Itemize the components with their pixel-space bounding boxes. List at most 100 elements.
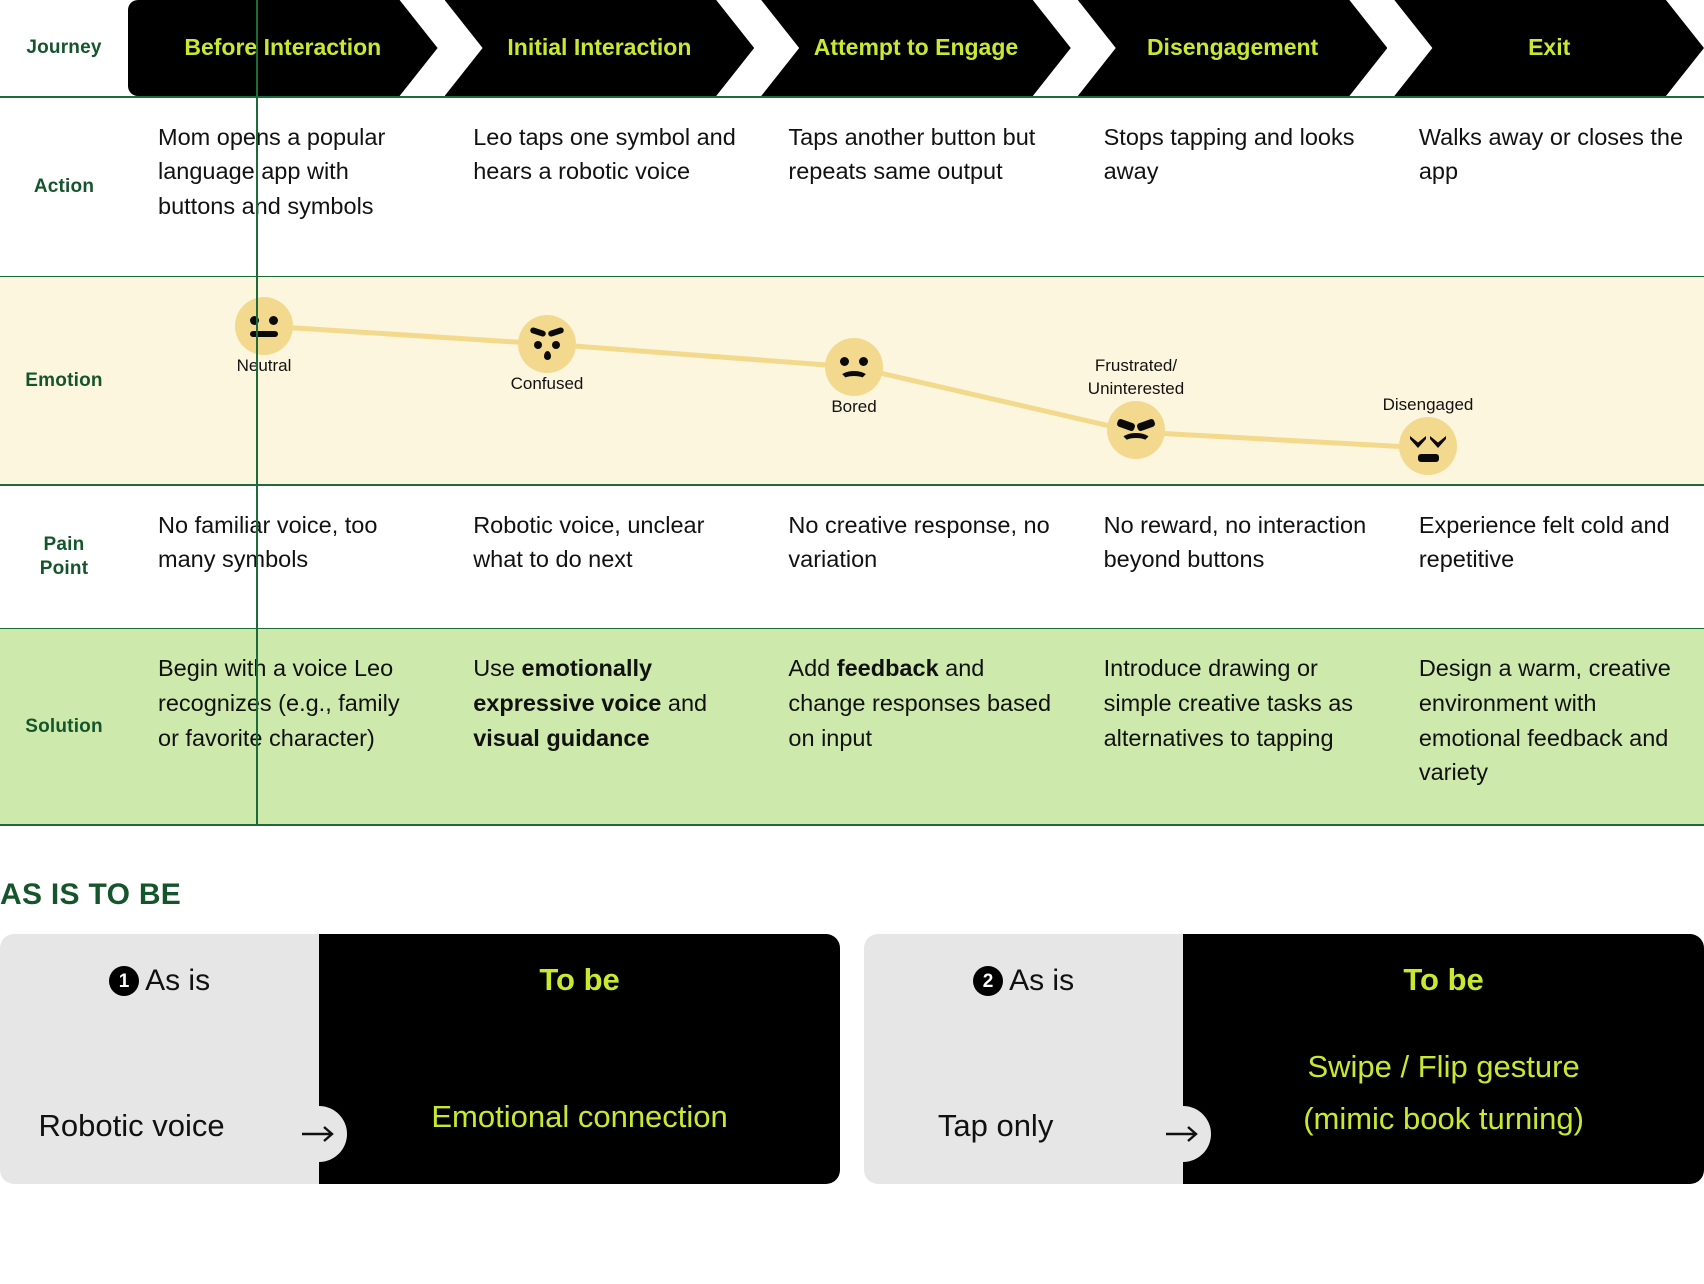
action-cell: Walks away or closes the app — [1418, 123, 1684, 185]
pain-label-line2: Point — [39, 557, 89, 579]
face-brow-left — [529, 326, 547, 338]
as-is-to-be-heading: AS IS TO BE — [0, 878, 182, 911]
action-cells: Mom opens a popular language app with bu… — [128, 97, 1704, 276]
solution-emphasis: visual guidance — [473, 724, 650, 751]
solution-text: Use — [473, 655, 522, 681]
solution-text: Begin with a voice Leo recognizes (e.g.,… — [158, 655, 400, 751]
journey-stage-label: Exit — [1528, 34, 1571, 61]
journey-map-table: Journey Before Interaction Initial Intera… — [0, 0, 1704, 826]
column-divider — [256, 97, 258, 276]
face-mouth — [1120, 432, 1152, 451]
solution-cell: Introduce drawing or simple creative tas… — [1074, 629, 1389, 824]
solution-cell: Begin with a voice Leo recognizes (e.g.,… — [128, 629, 443, 824]
row-label-solution: Solution — [0, 629, 128, 824]
row-label-pain-point: Pain Point — [0, 486, 128, 628]
face-eye-left — [250, 316, 259, 325]
card-number-badge: 1 — [109, 966, 140, 996]
emotion-point[interactable]: Neutral — [194, 297, 334, 378]
journey-stage-label: Before Interaction — [184, 34, 382, 61]
face-eye-left — [840, 357, 849, 366]
face-eye-right — [552, 341, 560, 349]
row-divider — [0, 96, 1704, 98]
to-be-panel: To be Emotional connection — [319, 934, 840, 1184]
face-eye-right — [859, 357, 868, 366]
face-mouth — [1418, 453, 1439, 462]
face-eye-left — [1410, 435, 1426, 448]
emotion-point-label: Confused — [477, 373, 617, 396]
action-cell: Mom opens a popular language app with bu… — [158, 123, 386, 220]
journey-stage-chevron[interactable]: Attempt to Engage — [761, 0, 1071, 96]
row-divider — [0, 484, 1704, 486]
emotion-label-line: Disengaged — [1382, 395, 1474, 414]
pain-point-cells: No familiar voice, too many symbols Robo… — [128, 485, 1704, 628]
emotion-point[interactable]: Frustrated/Uninterested — [1066, 355, 1206, 459]
face-mouth — [839, 371, 869, 387]
journey-stage-chevron[interactable]: Exit — [1394, 0, 1704, 96]
right-arrow-icon — [291, 1106, 348, 1162]
journey-row: Journey Before Interaction Initial Intera… — [0, 0, 1704, 96]
column-divider — [256, 485, 258, 628]
row-label-action: Action — [33, 175, 95, 197]
card-number-badge: 2 — [973, 966, 1004, 996]
journey-stage-chevron[interactable]: Initial Interaction — [445, 0, 755, 96]
solution-cell: Use emotionally expressive voice and vis… — [443, 629, 758, 824]
emotion-point-label: Frustrated/Uninterested — [1066, 355, 1206, 401]
journey-stages: Before Interaction Initial Interaction Att… — [128, 0, 1704, 96]
pain-point-cell: Robotic voice, unclear what to do next — [473, 511, 705, 573]
to-be-line: (mimic book turning) — [1303, 1101, 1584, 1136]
emotion-point[interactable]: Bored — [784, 338, 924, 419]
emotion-label-line: Neutral — [236, 356, 292, 375]
disengaged-face-icon — [1399, 416, 1457, 475]
face-eye-right — [1136, 418, 1156, 432]
solution-text: and — [661, 689, 708, 716]
pain-label-line1: Pain — [43, 533, 85, 555]
right-arrow-icon — [1155, 1106, 1212, 1162]
face-eye-right — [1430, 435, 1446, 448]
bored-face-icon — [825, 338, 883, 396]
emotion-point-label: Disengaged — [1358, 394, 1498, 417]
solution-text: and change responses based on input — [788, 655, 1052, 751]
pain-point-cell: Experience felt cold and repetitive — [1418, 511, 1670, 573]
journey-chevrons: Before Interaction Initial Interaction Att… — [128, 0, 1704, 96]
to-be-line: Swipe / Flip gesture — [1307, 1049, 1580, 1085]
face-eye-right — [269, 316, 278, 325]
emotion-label-line: Bored — [831, 397, 877, 416]
pain-point-cell: No creative response, no variation — [788, 511, 1050, 573]
row-label-journey: Journey — [26, 37, 102, 59]
face-mouth — [250, 331, 278, 337]
neutral-face-icon — [235, 297, 293, 355]
solution-cell: Add feedback and change responses based … — [758, 629, 1073, 824]
column-divider — [256, 629, 258, 824]
solution-text: Add — [788, 655, 837, 681]
solution-text: Design a warm, creative environment with… — [1418, 655, 1671, 786]
frustrated-face-icon — [1107, 400, 1165, 459]
emotion-label-line: Uninterested — [1087, 378, 1185, 398]
journey-stage-chevron[interactable]: Disengagement — [1078, 0, 1388, 96]
to-be-label: To be — [1403, 962, 1484, 997]
journey-stage-label: Disengagement — [1146, 34, 1319, 61]
emotion-point[interactable]: Disengaged — [1358, 394, 1498, 475]
to-be-label: To be — [539, 962, 620, 997]
face-mouth — [544, 351, 551, 360]
solution-text: Introduce drawing or simple creative tas… — [1103, 655, 1354, 751]
solution-cells: Begin with a voice Leo recognizes (e.g.,… — [128, 629, 1704, 824]
journey-stage-chevron[interactable]: Before Interaction — [128, 0, 438, 96]
to-be-line: Emotional connection — [431, 1099, 728, 1135]
journey-stage-label: Attempt to Engage — [813, 34, 1019, 61]
emotion-label-line: Confused — [510, 374, 584, 393]
to-be-text: Emotional connection — [319, 1016, 840, 1170]
action-row: Action Mom opens a popular language app … — [0, 97, 1704, 276]
emotion-point[interactable]: Confused — [477, 315, 617, 396]
pain-point-cell: No familiar voice, too many symbols — [158, 511, 378, 573]
confused-face-icon — [518, 315, 576, 373]
to-be-text: Swipe / Flip gesture (mimic book turning) — [1183, 1016, 1704, 1170]
face-eye-left — [534, 341, 542, 349]
